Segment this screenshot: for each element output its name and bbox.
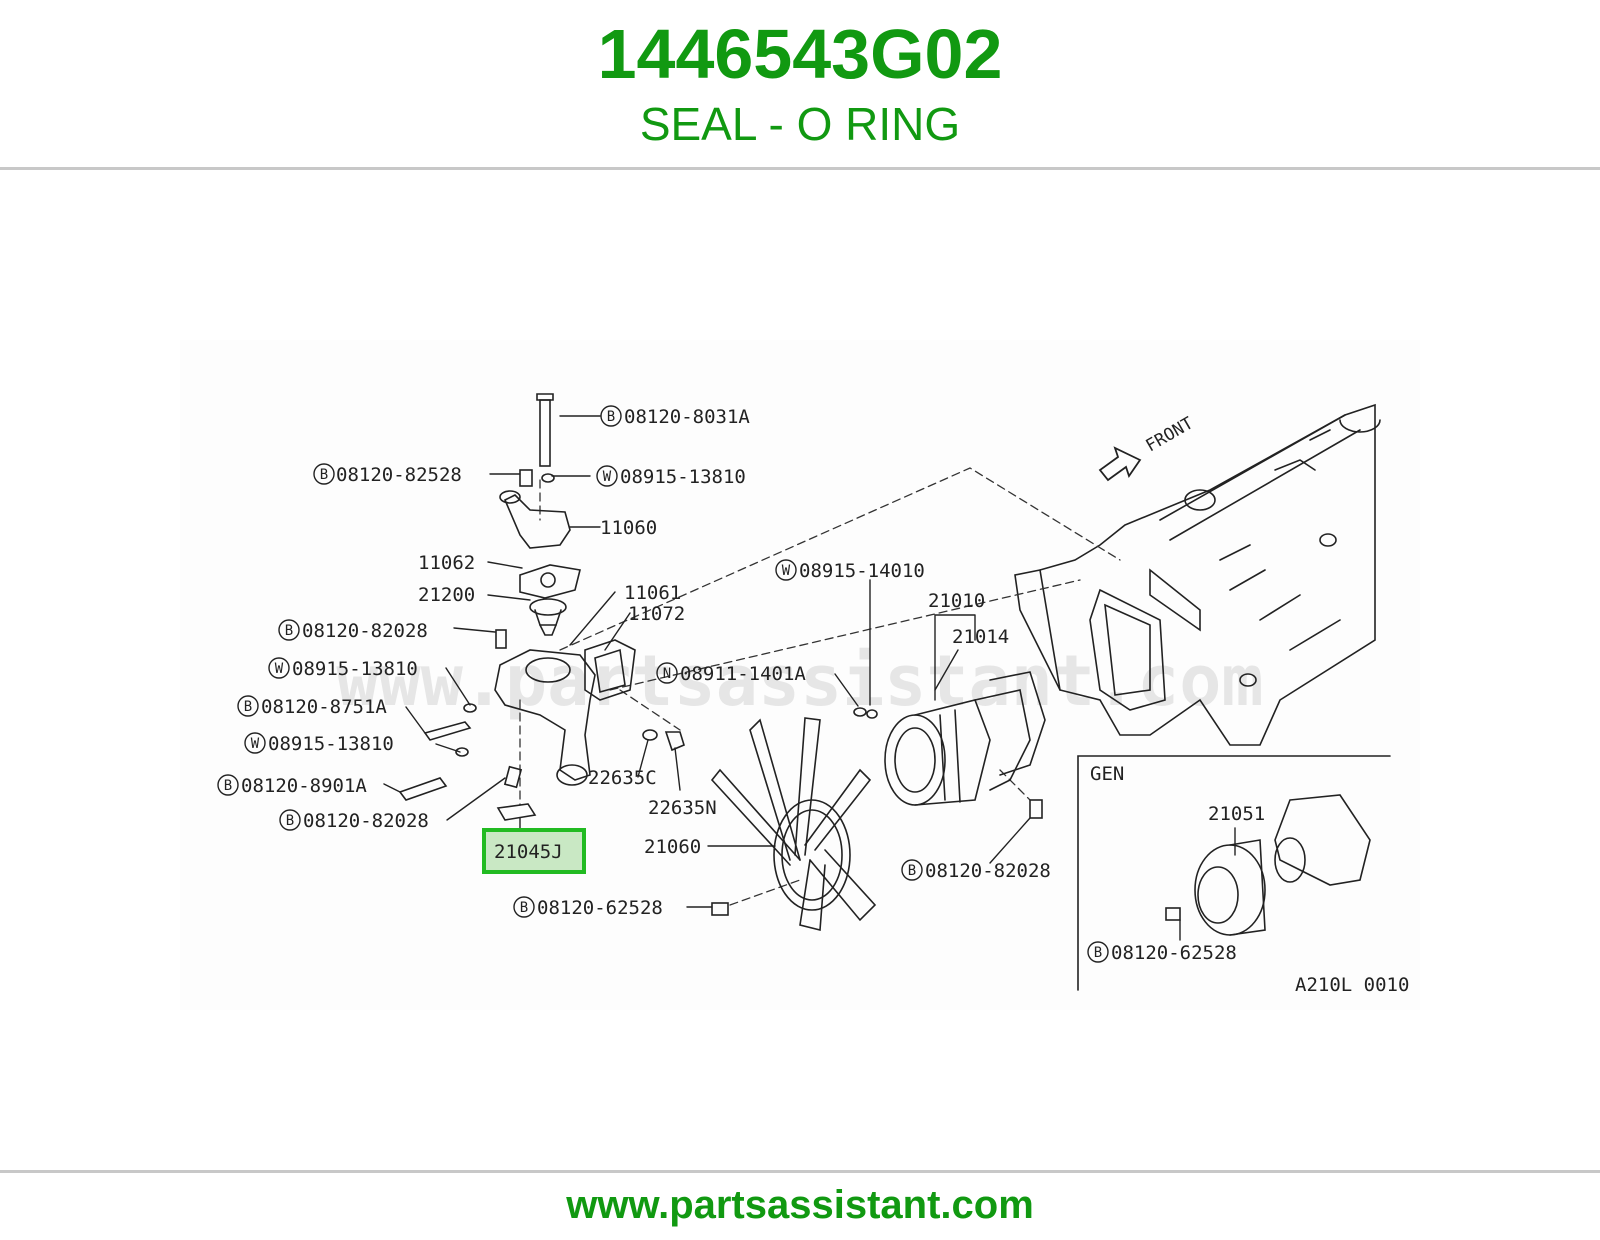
prefix-badge: W — [244, 732, 266, 754]
callout-label: 08120-62528 — [1111, 942, 1237, 964]
callout-label: 11060 — [600, 517, 657, 539]
prefix-badge: B — [278, 619, 300, 641]
callout-label: 22635N — [648, 797, 717, 819]
svg-text:B: B — [244, 699, 252, 715]
callout-label: 21010 — [928, 590, 985, 612]
prefix-badge: B — [313, 463, 335, 485]
part-description: SEAL - O RING — [639, 98, 961, 150]
callout-label: 22635C — [588, 767, 657, 789]
inset-title: GEN — [1090, 763, 1124, 785]
page-header: 1446543G02 SEAL - O RING — [0, 0, 1600, 168]
fan-pump-drawing — [710, 671, 1046, 932]
gen-pump-drawing — [1165, 794, 1371, 936]
front-label: FRONT — [1143, 413, 1197, 456]
svg-text:B: B — [520, 900, 528, 916]
prefix-badge: B — [600, 405, 622, 427]
footer-divider — [0, 1170, 1600, 1173]
callout-label: 08915-13810 — [292, 658, 418, 680]
thermostat-housing-drawing — [398, 393, 685, 821]
callout-label: 08120-62528 — [537, 897, 663, 919]
svg-text:B: B — [285, 623, 293, 639]
callout-label: 08120-82028 — [925, 860, 1051, 882]
callout-label: 21200 — [418, 584, 475, 606]
prefix-badge: W — [775, 559, 797, 581]
svg-text:N: N — [663, 666, 671, 682]
footer-website-link[interactable]: www.partsassistant.com — [566, 1183, 1034, 1227]
prefix-badge: B — [217, 774, 239, 796]
svg-text:W: W — [603, 469, 612, 485]
callout-prefixes: B B W B W B W B B W N B B B — [217, 405, 1109, 963]
callout-label: 08120-82528 — [336, 464, 462, 486]
callout-labels: 08120-8031A 08120-82528 08915-13810 1106… — [241, 406, 1409, 996]
prefix-badge: B — [1087, 941, 1109, 963]
svg-text:B: B — [908, 863, 916, 879]
callout-label: 08911-1401A — [680, 663, 806, 685]
prefix-badge: B — [279, 809, 301, 831]
svg-text:W: W — [275, 661, 284, 677]
gen-inset-box: GEN — [1077, 755, 1391, 991]
front-direction-arrow: FRONT — [1098, 413, 1197, 482]
callout-leaders — [383, 415, 1236, 941]
parts-diagram: www.partsassistant.com FRONT — [180, 340, 1420, 1010]
svg-text:B: B — [224, 778, 232, 794]
callout-label: 11062 — [418, 552, 475, 574]
callout-label: 21014 — [952, 626, 1009, 648]
prefix-badge: N — [656, 662, 678, 684]
prefix-badge: B — [513, 896, 535, 918]
svg-text:B: B — [607, 409, 615, 425]
highlighted-part-label[interactable]: 21045J — [494, 841, 563, 863]
callout-label: 11072 — [628, 603, 685, 625]
svg-text:B: B — [286, 813, 294, 829]
part-number-title: 1446543G02 — [597, 15, 1003, 93]
header-divider — [0, 167, 1600, 170]
prefix-badge: W — [596, 465, 618, 487]
prefix-badge: B — [237, 695, 259, 717]
prefix-badge: W — [268, 657, 290, 679]
callout-label: 21060 — [644, 836, 701, 858]
callout-label: 08915-14010 — [799, 560, 925, 582]
svg-text:B: B — [320, 467, 328, 483]
dashed-guide-lines — [519, 467, 1121, 906]
callout-label: 08120-82028 — [302, 620, 428, 642]
svg-text:W: W — [782, 563, 791, 579]
callout-label: 21051 — [1208, 803, 1265, 825]
callout-label: 08120-8751A — [261, 696, 387, 718]
watermark-text: www.partsassistant.com — [336, 640, 1263, 722]
callout-label: 08120-8901A — [241, 775, 367, 797]
highlighted-part-callout[interactable]: 21045J — [482, 828, 586, 874]
exploded-view-drawing: www.partsassistant.com FRONT — [217, 393, 1409, 996]
figure-code: A210L 0010 — [1295, 974, 1409, 996]
callout-label: 08120-82028 — [303, 810, 429, 832]
svg-text:W: W — [251, 736, 260, 752]
svg-text:B: B — [1094, 945, 1102, 961]
prefix-badge: B — [901, 859, 923, 881]
callout-label: 08915-13810 — [620, 466, 746, 488]
engine-block-drawing — [1014, 403, 1381, 746]
callout-label: 11061 — [624, 582, 681, 604]
callout-label: 08120-8031A — [624, 406, 750, 428]
callout-label: 08915-13810 — [268, 733, 394, 755]
